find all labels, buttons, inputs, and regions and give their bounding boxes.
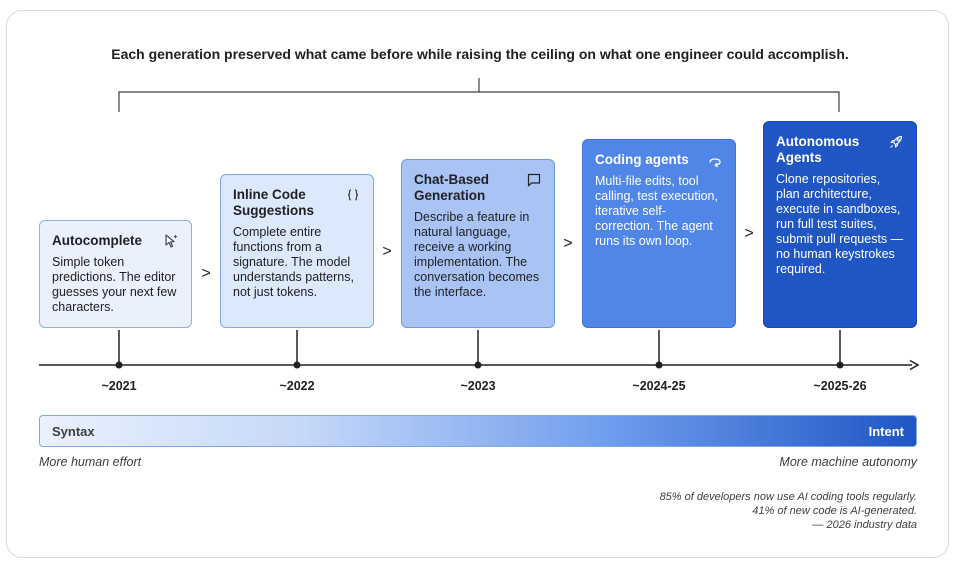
spectrum-right-label: Intent: [868, 424, 904, 439]
year-label: ~2023: [460, 379, 496, 393]
card-description: Clone repositories, plan architecture, e…: [776, 172, 904, 276]
chevron-right-icon: >: [563, 235, 573, 252]
card-autonomous-agents: Autonomous Agents Clone repositories, pl…: [763, 121, 917, 328]
footnote-line: 85% of developers now use AI coding tool…: [659, 491, 917, 503]
card-description: Simple token predictions. The editor gue…: [52, 255, 177, 314]
loop-icon: [709, 158, 721, 168]
effort-right-label: More machine autonomy: [779, 455, 917, 469]
card-autocomplete: Autocomplete Simple token predictions. T…: [39, 220, 192, 328]
card-coding-agents: Coding agents Multi-file edits, tool cal…: [582, 139, 736, 328]
footnote: 85% of developers now use AI coding tool…: [497, 490, 917, 532]
syntax-intent-spectrum: Syntax Intent: [39, 415, 917, 447]
card-inline-code-suggestions: Inline Code Suggestions Complete entire …: [220, 174, 374, 328]
card-description: Describe a feature in natural language, …: [414, 210, 540, 299]
chevron-right-icon: >: [201, 265, 211, 282]
year-label: ~2025-26: [813, 379, 867, 393]
year-label: ~2024-25: [632, 379, 686, 393]
effort-left-label: More human effort: [39, 455, 142, 469]
card-description: Multi-file edits, tool calling, test exe…: [595, 174, 718, 248]
cursor-sparkle-icon: [165, 234, 178, 248]
chat-bubble-icon: [527, 173, 541, 187]
year-label: ~2021: [101, 379, 137, 393]
card-chat-based-generation: Chat-Based Generation Describe a feature…: [401, 159, 555, 328]
year-label: ~2022: [279, 379, 315, 393]
card-title: Autonomous Agents: [776, 134, 860, 165]
footnote-line: 41% of new code is AI-generated.: [752, 505, 917, 517]
code-braces-icon: [347, 189, 359, 201]
spectrum-left-label: Syntax: [52, 424, 95, 439]
headline: Each generation preserved what came befo…: [111, 46, 849, 62]
card-title: Coding agents: [595, 152, 689, 167]
footnote-source: — 2026 industry data: [812, 519, 917, 531]
card-title: Autocomplete: [52, 233, 143, 248]
card-description: Complete entire functions from a signatu…: [233, 225, 354, 299]
card-title: Chat-Based Generation: [414, 172, 490, 203]
rocket-icon: [890, 135, 903, 148]
chevron-right-icon: >: [382, 243, 392, 260]
chevron-right-icon: >: [744, 225, 754, 242]
card-title: Inline Code Suggestions: [233, 187, 315, 218]
